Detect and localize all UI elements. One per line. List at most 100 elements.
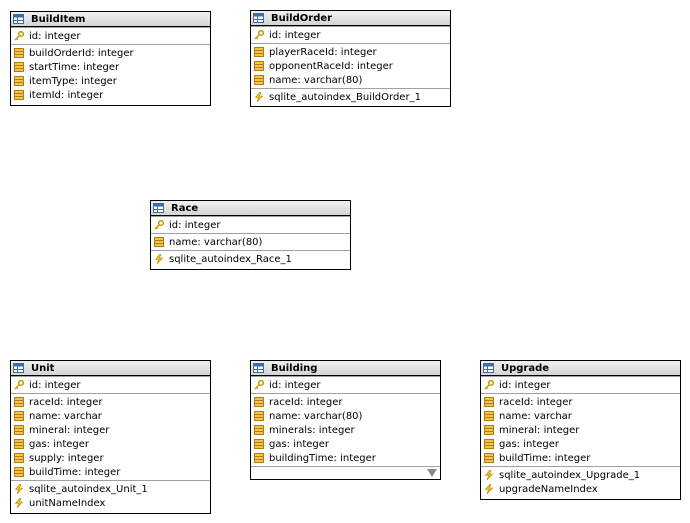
index-label: sqlite_autoindex_Upgrade_1 [499,469,641,481]
column-row[interactable]: gas: integer [481,437,680,451]
expand-arrow-icon[interactable] [427,469,437,477]
column-label: raceId: integer [499,396,573,408]
column-label: mineral: integer [29,424,110,436]
column-label: itemType: integer [29,75,117,87]
column-label: name: varchar(80) [169,236,263,248]
column-row[interactable]: opponentRaceId: integer [251,59,450,73]
column-row[interactable]: supply: integer [11,451,210,465]
column-label: opponentRaceId: integer [269,60,393,72]
index-row[interactable]: sqlite_autoindex_Unit_1 [11,482,210,496]
column-row[interactable]: name: varchar(80) [251,73,450,87]
indexes-section: sqlite_autoindex_BuildOrder_1 [251,88,450,105]
column-row[interactable]: mineral: integer [11,423,210,437]
column-label: gas: integer [29,438,90,450]
column-row[interactable]: name: varchar [481,409,680,423]
table-header[interactable]: BuildItem [11,12,210,27]
table-icon [13,363,24,373]
column-row[interactable]: buildTime: integer [11,465,210,479]
table-icon [483,363,494,373]
index-row[interactable]: sqlite_autoindex_Upgrade_1 [481,468,680,482]
index-row[interactable]: sqlite_autoindex_Race_1 [151,252,350,266]
column-label: raceId: integer [269,396,343,408]
index-label: sqlite_autoindex_BuildOrder_1 [269,91,421,103]
column-label: id: integer [269,379,321,391]
column-label: name: varchar(80) [269,74,363,86]
column-icon [254,425,264,435]
column-row[interactable]: raceId: integer [11,395,210,409]
column-row[interactable]: itemId: integer [11,88,210,102]
column-row[interactable]: raceId: integer [481,395,680,409]
column-icon [254,453,264,463]
column-icon [14,425,24,435]
key-icon [154,220,164,230]
table-race[interactable]: Race id: integer name: varchar(80) sqlit… [150,200,351,270]
column-row[interactable]: name: varchar [11,409,210,423]
table-header[interactable]: Upgrade [481,361,680,376]
column-icon [484,425,494,435]
column-label: minerals: integer [269,424,355,436]
key-icon [254,30,264,40]
column-row[interactable]: name: varchar(80) [251,409,440,423]
table-icon [253,13,264,23]
indexes-section [251,466,440,483]
column-row[interactable]: raceId: integer [251,395,440,409]
column-label: id: integer [29,30,81,42]
index-label: sqlite_autoindex_Unit_1 [29,483,148,495]
column-row[interactable]: buildOrderId: integer [11,46,210,60]
table-header[interactable]: BuildOrder [251,11,450,26]
column-row[interactable]: name: varchar(80) [151,235,350,249]
table-buildorder[interactable]: BuildOrder id: integer playerRaceId: int… [250,10,451,107]
column-row[interactable]: startTime: integer [11,60,210,74]
index-row[interactable]: upgradeNameIndex [481,482,680,496]
primary-key-section: id: integer [151,216,350,233]
column-label: id: integer [169,219,221,231]
column-row[interactable]: buildingTime: integer [251,451,440,465]
column-icon [484,397,494,407]
table-title: Race [171,202,199,214]
pk-row[interactable]: id: integer [151,218,350,232]
table-header[interactable]: Unit [11,361,210,376]
column-row[interactable]: gas: integer [251,437,440,451]
column-icon [254,439,264,449]
table-header[interactable]: Building [251,361,440,376]
pk-row[interactable]: id: integer [251,378,440,392]
column-icon [14,453,24,463]
table-title: BuildOrder [271,12,333,24]
column-row[interactable]: buildTime: integer [481,451,680,465]
column-label: name: varchar [29,410,102,422]
pk-row[interactable]: id: integer [11,378,210,392]
index-row[interactable]: sqlite_autoindex_BuildOrder_1 [251,90,450,104]
column-label: mineral: integer [499,424,580,436]
pk-row[interactable]: id: integer [11,29,210,43]
index-icon [484,470,494,480]
column-row[interactable]: playerRaceId: integer [251,45,450,59]
column-icon [14,467,24,477]
column-row[interactable]: itemType: integer [11,74,210,88]
index-label: sqlite_autoindex_Race_1 [169,253,292,265]
table-builditem[interactable]: BuildItem id: integer buildOrderId: inte… [10,11,211,106]
pk-row[interactable]: id: integer [481,378,680,392]
column-row[interactable]: mineral: integer [481,423,680,437]
index-icon [154,254,164,264]
table-title: BuildItem [31,13,86,25]
table-title: Upgrade [501,362,550,374]
primary-key-section: id: integer [251,26,450,43]
index-row[interactable]: unitNameIndex [11,496,210,510]
column-row[interactable]: minerals: integer [251,423,440,437]
column-row[interactable]: gas: integer [11,437,210,451]
column-icon [254,75,264,85]
column-label: buildingTime: integer [269,452,376,464]
column-label: buildOrderId: integer [29,47,134,59]
column-icon [484,411,494,421]
column-label: playerRaceId: integer [269,46,377,58]
column-label: id: integer [29,379,81,391]
table-icon [253,363,264,373]
table-header[interactable]: Race [151,201,350,216]
primary-key-section: id: integer [481,376,680,393]
pk-row[interactable]: id: integer [251,28,450,42]
